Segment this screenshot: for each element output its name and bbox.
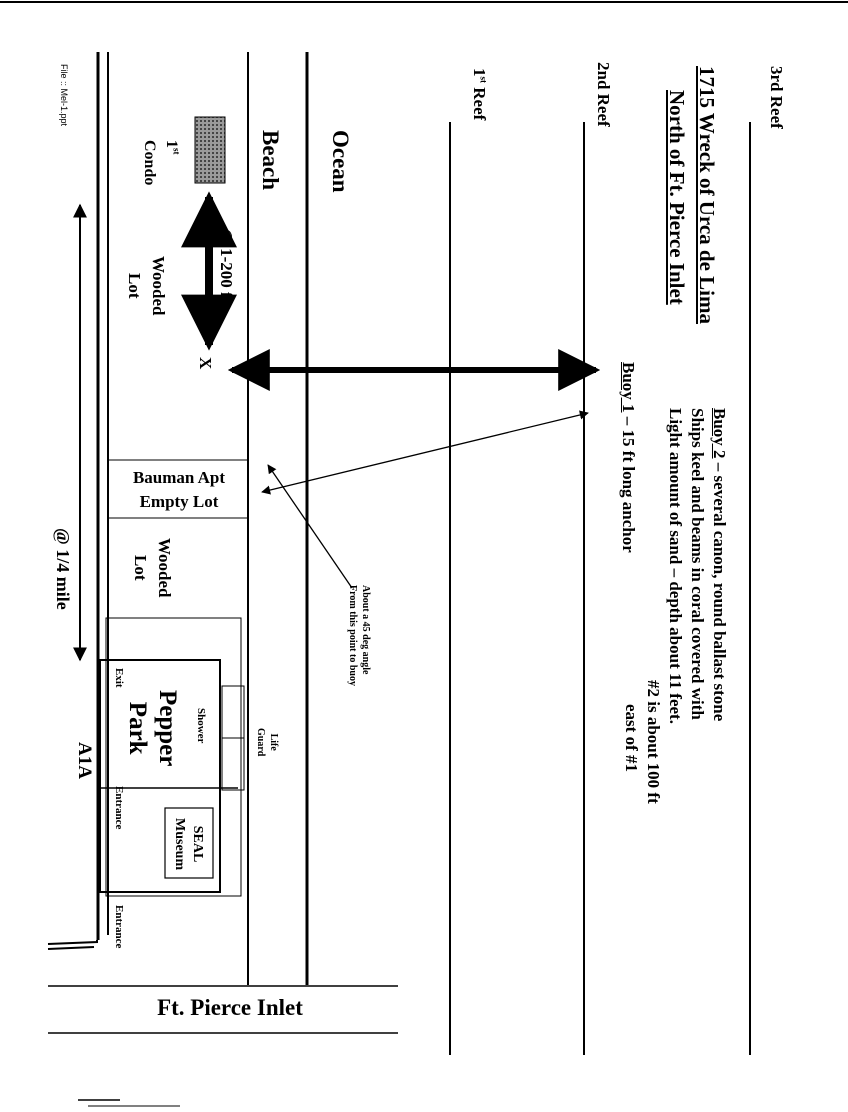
file-label: File :: Mel-1.ppt [59,64,69,127]
park-outer [105,617,242,897]
x-mark: X [196,357,215,370]
shower-label: Shower [195,708,207,744]
title-line-2: North of Ft. Pierce Inlet [665,90,689,305]
buoy-1-note: Buoy 1 – 15 ft long anchor [619,362,638,553]
road-curve [47,940,98,945]
distance-1-label: @ 1-200 ft [217,228,236,304]
diagonal-line [261,410,589,495]
condo-block [194,116,226,184]
reef-3-label: 3rd Reef [767,66,786,129]
road-a1a-label: A1A [74,742,95,779]
ocean-label: Ocean [328,130,353,193]
reef-1-label: 1st Reef [470,68,489,121]
entrance-2-label: Entrance [113,905,125,949]
distance-2-label: @ 1/4 mile [53,528,73,610]
reef-2-label: 2nd Reef [594,62,613,127]
title-line-1: 1715 Wreck of Urca de Lima [695,66,719,325]
road-curve-2 [47,946,95,950]
entrance-1-label: Entrance [113,786,125,830]
inlet-label: Ft. Pierce Inlet [157,995,303,1020]
park-inner [99,659,221,893]
seal-museum-box [164,807,214,879]
note-pointer [267,464,353,589]
beach-label: Beach [258,130,283,191]
exit-label: Exit [113,668,125,688]
